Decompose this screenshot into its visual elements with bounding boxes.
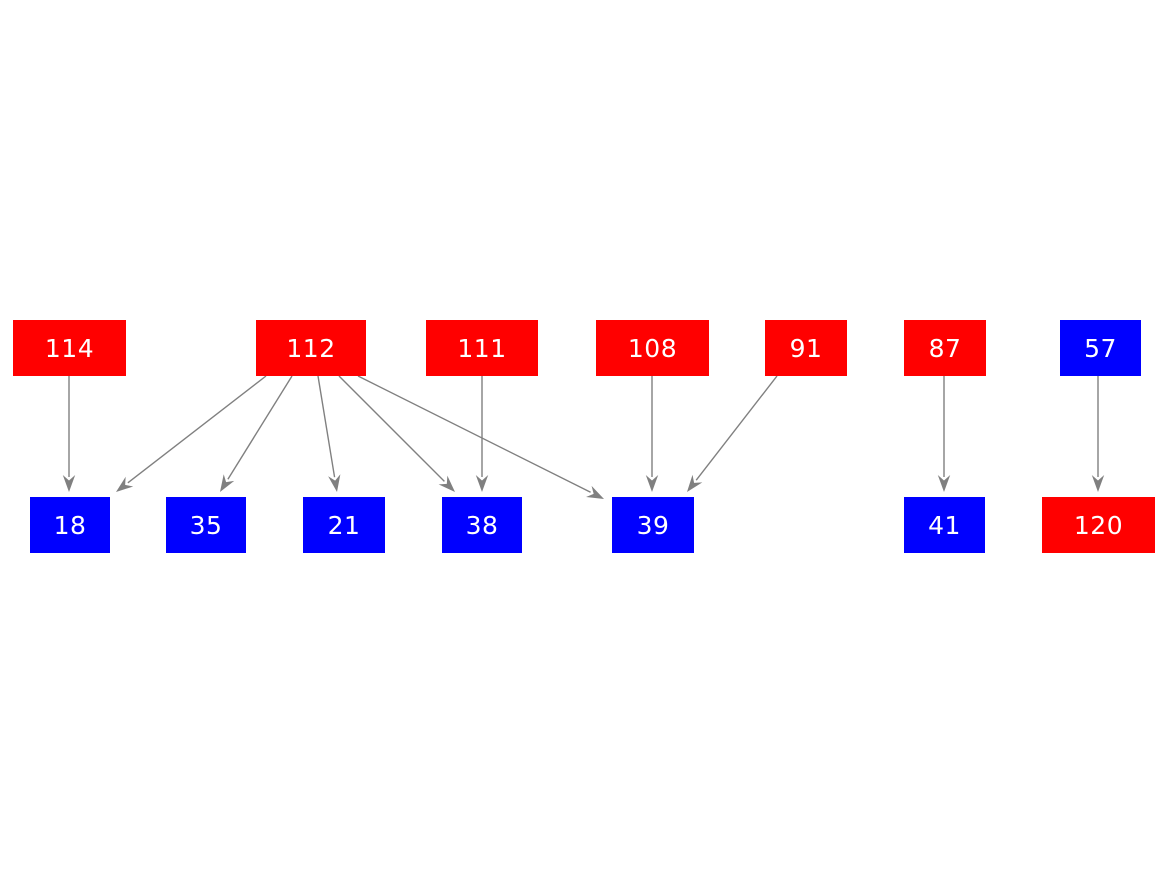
graph-node-35[interactable]: 35 [166,497,246,553]
edge-line [338,375,445,482]
graph-node-label: 35 [189,510,223,540]
graph-node-label: 111 [457,333,507,363]
graph-edge-112-to-18 [116,375,267,492]
edge-arrowhead [586,485,604,499]
graph-node-114[interactable]: 114 [13,320,126,376]
edge-arrowhead [438,475,455,492]
graph-edge-112-to-38 [338,375,455,492]
graph-node-39[interactable]: 39 [612,497,694,553]
edge-line [127,375,267,484]
graph-node-38[interactable]: 38 [442,497,522,553]
graph-node-87[interactable]: 87 [904,320,986,376]
graph-edge-112-to-21 [317,375,341,492]
graph-edge-108-to-39 [645,376,659,492]
edge-arrowhead [937,475,951,492]
graph-node-label: 18 [53,510,87,540]
graph-node-label: 112 [286,333,336,363]
graph-node-label: 39 [636,510,670,540]
graph-node-label: 114 [44,333,95,363]
graph-node-label: 87 [928,333,962,363]
graph-edge-112-to-39 [357,375,604,499]
graph-edge-91-to-39 [687,375,778,492]
edge-line [695,375,778,481]
graph-node-120[interactable]: 120 [1042,497,1155,553]
graph-node-label: 57 [1084,333,1117,363]
graph-node-57[interactable]: 57 [1060,320,1141,376]
graph-node-111[interactable]: 111 [426,320,538,376]
graph-node-21[interactable]: 21 [303,497,385,553]
graph-node-label: 21 [327,510,361,540]
graph-edge-87-to-41 [937,376,951,492]
graph-edge-112-to-35 [220,375,293,492]
graph-node-41[interactable]: 41 [904,497,985,553]
graph-node-108[interactable]: 108 [596,320,709,376]
graph-edge-114-to-18 [62,376,76,492]
edge-line [227,375,293,480]
edge-arrowhead [328,474,341,492]
graph-node-label: 120 [1073,510,1124,540]
graph-node-91[interactable]: 91 [765,320,847,376]
graph-node-112[interactable]: 112 [256,320,366,376]
edge-arrowhead [475,475,489,492]
edge-arrowhead [1091,475,1105,492]
graph-edge-57-to-120 [1091,376,1105,492]
edge-arrowhead [62,475,76,492]
edge-line [317,375,336,478]
edge-arrowhead [645,475,659,492]
graph-edge-111-to-38 [475,376,489,492]
graph-node-label: 108 [627,333,678,363]
edge-arrowhead [687,474,703,492]
graph-node-18[interactable]: 18 [30,497,110,553]
graph-node-label: 41 [928,510,961,540]
edge-arrowhead [116,476,134,492]
graph-node-label: 91 [789,333,823,363]
edge-line [357,375,591,493]
graph-node-label: 38 [465,510,499,540]
edge-arrowhead [220,474,235,492]
